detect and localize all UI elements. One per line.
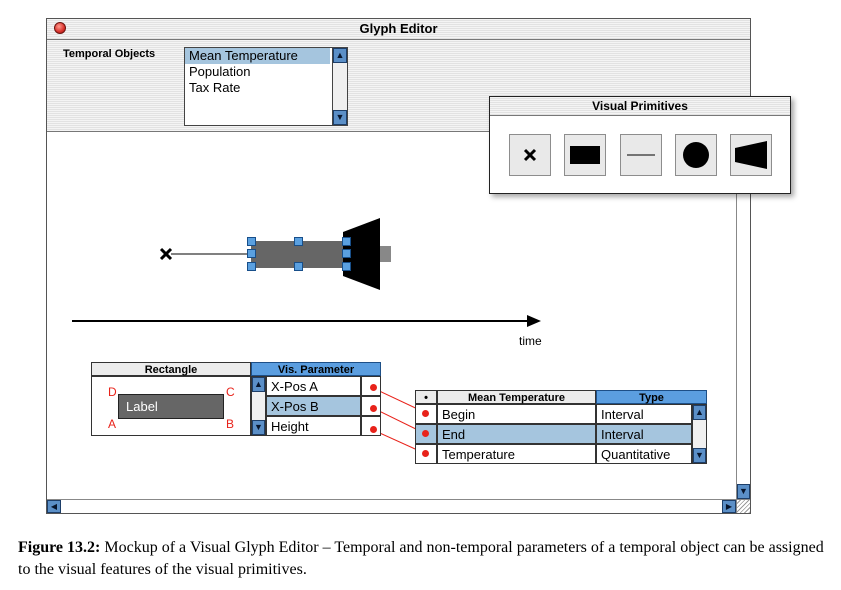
palette-title[interactable]: Visual Primitives [490,97,790,116]
object-type-header: Type [596,390,707,404]
table-row[interactable]: Begin [437,404,596,424]
rectangle-preview: Label D C A B [91,376,251,436]
window-vertical-scrollbar[interactable]: ▼ [736,132,750,499]
resize-grip-icon[interactable] [736,499,750,513]
close-button[interactable] [54,22,66,34]
resize-handle[interactable] [247,249,256,258]
visual-primitives-palette: Visual Primitives [489,96,791,194]
resize-handle[interactable] [342,262,351,271]
table-row[interactable]: End [437,424,596,444]
list-scrollbar[interactable]: ▲ ▼ [332,48,347,125]
scroll-down-icon[interactable]: ▼ [693,448,706,463]
corner-d-label: D [108,385,117,399]
temporal-objects-label: Temporal Objects [63,48,156,60]
cross-marker[interactable] [159,247,173,261]
link-dot[interactable] [370,405,377,412]
object-name-header: Mean Temperature [437,390,596,404]
list-item[interactable]: Mean Temperature [185,48,330,64]
glyph-canvas[interactable]: time Rectangle Label D C A B Vis. Parame… [47,132,736,499]
scroll-down-icon[interactable]: ▼ [737,484,750,499]
resize-handle[interactable] [247,262,256,271]
corner-c-label: C [226,385,235,399]
cross-primitive-button[interactable] [509,134,551,176]
scroll-up-icon[interactable]: ▲ [693,405,706,420]
window-title: Glyph Editor [359,21,438,36]
type-cell[interactable]: Interval [596,424,692,444]
table-row[interactable]: Temperature [437,444,596,464]
resize-handle[interactable] [342,249,351,258]
link-dot[interactable] [370,426,377,433]
resize-handle[interactable] [294,262,303,271]
cross-icon [523,148,537,162]
rectangle-header: Rectangle [91,362,251,376]
scroll-right-icon[interactable]: ▶ [722,500,736,513]
scroll-down-icon[interactable]: ▼ [333,110,347,125]
object-dot-header: • [415,390,437,404]
rectangle-icon [570,146,600,164]
scroll-up-icon[interactable]: ▲ [333,48,347,63]
glyph-editor-window: Glyph Editor Temporal Objects Mean Tempe… [46,18,751,514]
vis-param-x-pos-a[interactable]: X-Pos A [266,376,361,396]
vis-parameter-header: Vis. Parameter [251,362,381,376]
resize-handle[interactable] [294,237,303,246]
vis-parameter-scrollbar[interactable]: ▲ ▼ [251,376,266,436]
glyph-trapezoid[interactable] [343,218,380,290]
line-icon [627,154,655,156]
caption-text: Mockup of a Visual Glyph Editor – Tempor… [18,539,824,578]
circle-icon [683,142,709,168]
label-preview[interactable]: Label [118,394,224,419]
glyph-tail [377,246,391,262]
trapezoid-icon [735,141,767,169]
window-horizontal-scrollbar[interactable]: ◀ ▶ [47,499,736,513]
list-item[interactable]: Population [189,64,251,79]
object-table-scrollbar[interactable]: ▲ ▼ [692,404,707,464]
link-dot[interactable] [370,384,377,391]
rectangle-primitive-button[interactable] [564,134,606,176]
scroll-up-icon[interactable]: ▲ [252,377,265,392]
link-dot[interactable] [422,450,429,457]
list-item[interactable]: Tax Rate [189,80,241,95]
caption-label: Figure 13.2: [18,539,101,556]
trapezoid-primitive-button[interactable] [730,134,772,176]
type-cell[interactable]: Quantitative [596,444,692,464]
corner-b-label: B [226,417,235,431]
time-axis-label: time [519,334,542,348]
scroll-down-icon[interactable]: ▼ [252,420,265,435]
circle-primitive-button[interactable] [675,134,717,176]
corner-a-label: A [108,417,117,431]
resize-handle[interactable] [247,237,256,246]
resize-handle[interactable] [342,237,351,246]
temporal-objects-panel: Temporal Objects Mean Temperature Popula… [47,40,750,132]
scroll-left-icon[interactable]: ◀ [47,500,61,513]
vis-param-height[interactable]: Height [266,416,361,436]
figure-caption: Figure 13.2: Mockup of a Visual Glyph Ed… [18,537,828,581]
link-dot[interactable] [422,410,429,417]
vis-param-x-pos-b[interactable]: X-Pos B [266,396,361,416]
temporal-objects-list[interactable]: Mean Temperature Population Tax Rate ▲ ▼ [184,47,348,126]
link-dot[interactable] [422,430,429,437]
type-cell[interactable]: Interval [596,404,692,424]
time-axis-arrow-icon [527,315,541,327]
line-primitive-button[interactable] [620,134,662,176]
title-bar[interactable]: Glyph Editor [47,19,750,40]
